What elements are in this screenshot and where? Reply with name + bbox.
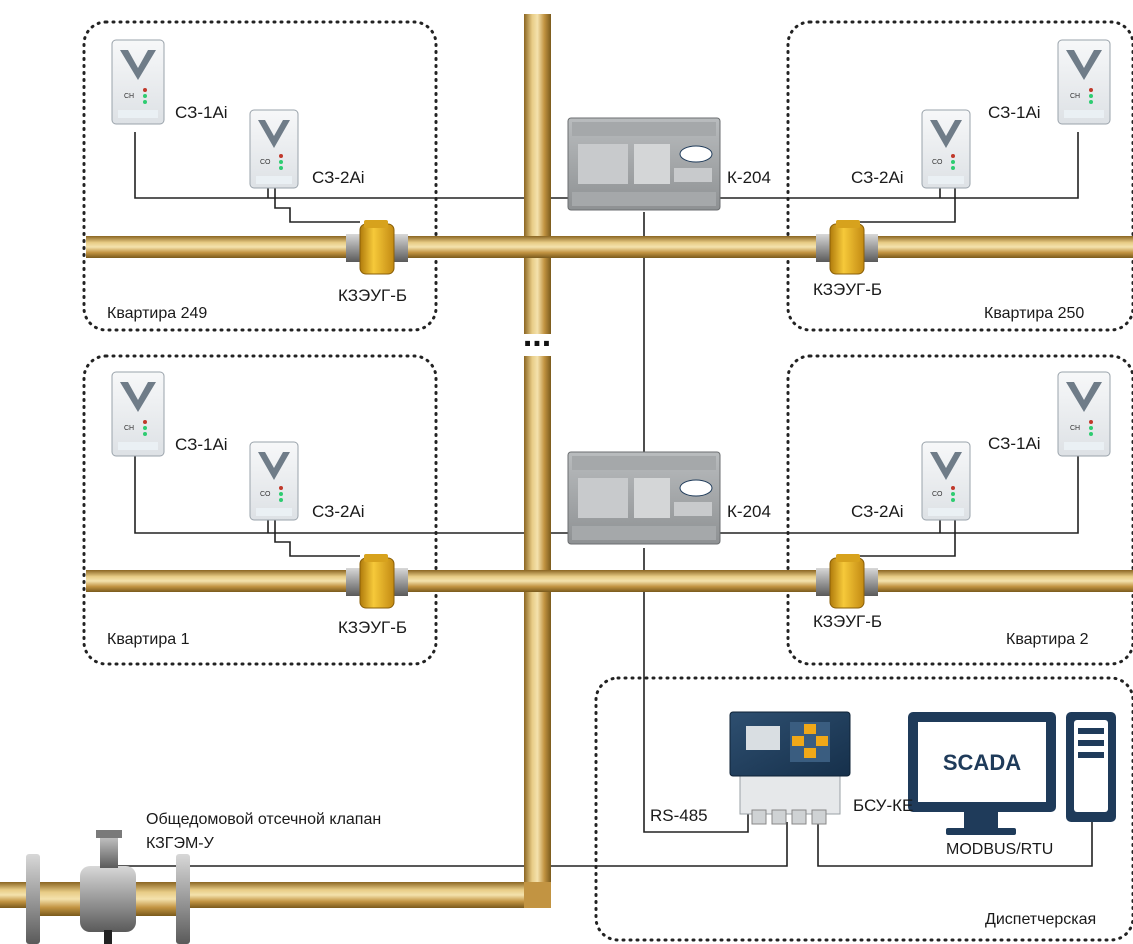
svg-text:CO: CO [932, 159, 943, 166]
label-rs485: RS-485 [650, 806, 708, 825]
label-co-apt1: СЗ-2Аi [312, 502, 365, 521]
label-apt2: Квартира 2 [1006, 631, 1089, 648]
label-apt1: Квартира 1 [107, 631, 190, 648]
controller-upper[interactable] [567, 117, 721, 211]
label-co-apt250: СЗ-2Аi [851, 168, 904, 187]
riser-lower [524, 356, 551, 892]
label-controller-upper: К-204 [727, 168, 771, 187]
wiring [115, 132, 1093, 867]
label-ch-apt250: СЗ-1Аi [988, 103, 1041, 122]
label-co-apt2: СЗ-2Аi [851, 502, 904, 521]
valve-apt250[interactable] [816, 220, 878, 275]
label-ch-apt2: СЗ-1Аi [988, 434, 1041, 453]
svg-text:CH: CH [124, 425, 134, 432]
label-controller-lower: К-204 [727, 502, 771, 521]
label-dispatch: Диспетчерская [985, 911, 1097, 928]
apt2-frame [786, 354, 1133, 666]
label-valve-apt249: КЗЭУГ-Б [338, 286, 408, 305]
branch-upper [86, 236, 1133, 258]
bsu-unit[interactable] [729, 711, 851, 825]
svg-text:CO: CO [260, 159, 271, 166]
apt249-frame [82, 20, 438, 332]
valve-apt249[interactable] [346, 220, 408, 275]
riser-upper [524, 14, 551, 334]
main-shutoff-valve[interactable] [26, 830, 190, 944]
svg-text:CO: CO [260, 491, 271, 498]
controllers [567, 117, 721, 545]
label-valve-apt2: КЗЭУГ-Б [813, 612, 883, 631]
label-co-apt249: СЗ-2Аi [312, 168, 365, 187]
label-valve-apt1: КЗЭУГ-Б [338, 618, 408, 637]
label-main-valve: Общедомовой отсечной клапан [146, 811, 382, 828]
ellipsis: ... [523, 316, 551, 354]
valve-apt2[interactable] [816, 554, 878, 609]
svg-text:CH: CH [1070, 93, 1080, 100]
svg-text:CH: CH [124, 93, 134, 100]
apartment-frames [82, 20, 1133, 942]
sensor-ch-apt2[interactable]: CH [1057, 371, 1111, 457]
scada-screen-label: SCADA [943, 750, 1021, 775]
apartment-valves [346, 220, 878, 609]
label-apt249: Квартира 249 [107, 305, 208, 322]
label-apt250: Квартира 250 [984, 305, 1085, 322]
label-valve-apt250: КЗЭУГ-Б [813, 280, 883, 299]
sensor-ch-apt249[interactable]: CH [111, 39, 165, 125]
sensor-co-apt2[interactable]: CO [921, 441, 971, 521]
apt250-frame [786, 20, 1133, 332]
branch-lower [86, 570, 1133, 592]
dispatch-frame [594, 676, 1133, 942]
label-ch-apt1: СЗ-1Аi [175, 435, 228, 454]
main-feed-elbow [524, 882, 551, 908]
sensor-ch-apt1[interactable]: CH [111, 371, 165, 457]
controller-lower[interactable] [567, 451, 721, 545]
svg-text:CO: CO [932, 491, 943, 498]
label-modbus: MODBUS/RTU [946, 841, 1054, 858]
sensor-co-apt1[interactable]: CO [249, 441, 299, 521]
label-ch-apt249: СЗ-1Аi [175, 103, 228, 122]
sensor-co-apt249[interactable]: CO [249, 109, 299, 189]
valve-apt1[interactable] [346, 554, 408, 609]
scada-workstation[interactable]: SCADA [908, 712, 1116, 835]
svg-text:CH: CH [1070, 425, 1080, 432]
label-main-valve-model: КЗГЭМ-У [146, 835, 214, 852]
sensors: CH CO CH CO CH [111, 39, 1111, 521]
label-bsu: БСУ-КЕ [853, 796, 914, 815]
sensor-co-apt250[interactable]: CO [921, 109, 971, 189]
apt1-frame [82, 354, 438, 666]
sensor-ch-apt250[interactable]: CH [1057, 39, 1111, 125]
